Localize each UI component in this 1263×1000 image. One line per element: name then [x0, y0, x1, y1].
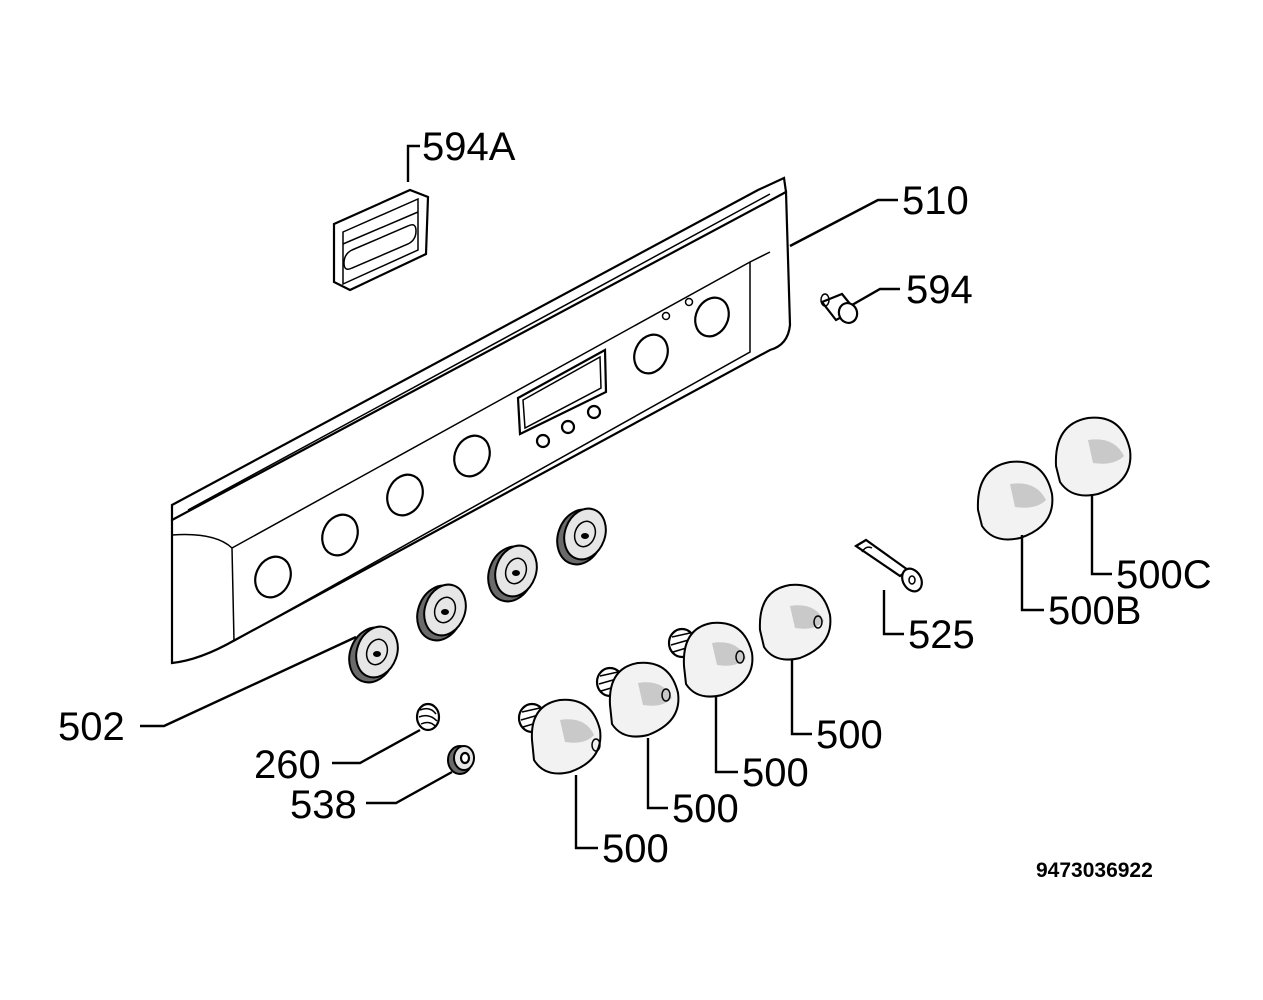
- part-500-knob-1: [517, 698, 602, 775]
- label-502: 502: [58, 705, 125, 749]
- bezel-ring: [556, 507, 607, 566]
- label-594a: 594A: [422, 125, 516, 169]
- part-500-knob-4: [758, 583, 832, 661]
- label-500-knob-3: 500: [742, 751, 809, 795]
- part-500c-knob: [1054, 416, 1132, 497]
- label-525: 525: [908, 613, 975, 657]
- label-500-knob-4: 500: [816, 713, 883, 757]
- label-538: 538: [290, 783, 357, 827]
- leader-lines: [140, 144, 1112, 850]
- label-500-knob-2: 500: [672, 787, 739, 831]
- part-594a-bracket: [332, 188, 430, 292]
- label-594: 594: [906, 268, 973, 312]
- part-500-knob-3: [667, 621, 754, 698]
- drawing-code: 9473036922: [1036, 859, 1153, 882]
- label-510: 510: [902, 179, 969, 223]
- part-260-spring: [415, 702, 441, 732]
- part-525-shaft: [853, 538, 923, 593]
- part-510-control-panel: [170, 176, 792, 665]
- bezel-ring: [416, 583, 467, 642]
- part-502-bezel-rings: [348, 507, 607, 684]
- bezel-ring: [348, 625, 399, 684]
- bezel-ring: [487, 544, 538, 603]
- label-500c: 500C: [1116, 553, 1212, 597]
- part-500b-knob: [976, 460, 1054, 541]
- part-labels: 594A 510 594 525 500C 500B 502 500 500 2…: [58, 125, 1212, 882]
- label-500b: 500B: [1048, 589, 1141, 633]
- label-500-knob-1: 500: [602, 827, 669, 871]
- label-260: 260: [254, 743, 321, 787]
- part-500-knob-2: [595, 661, 680, 738]
- part-538-washer: [447, 745, 475, 775]
- part-594-lamp: [820, 292, 859, 324]
